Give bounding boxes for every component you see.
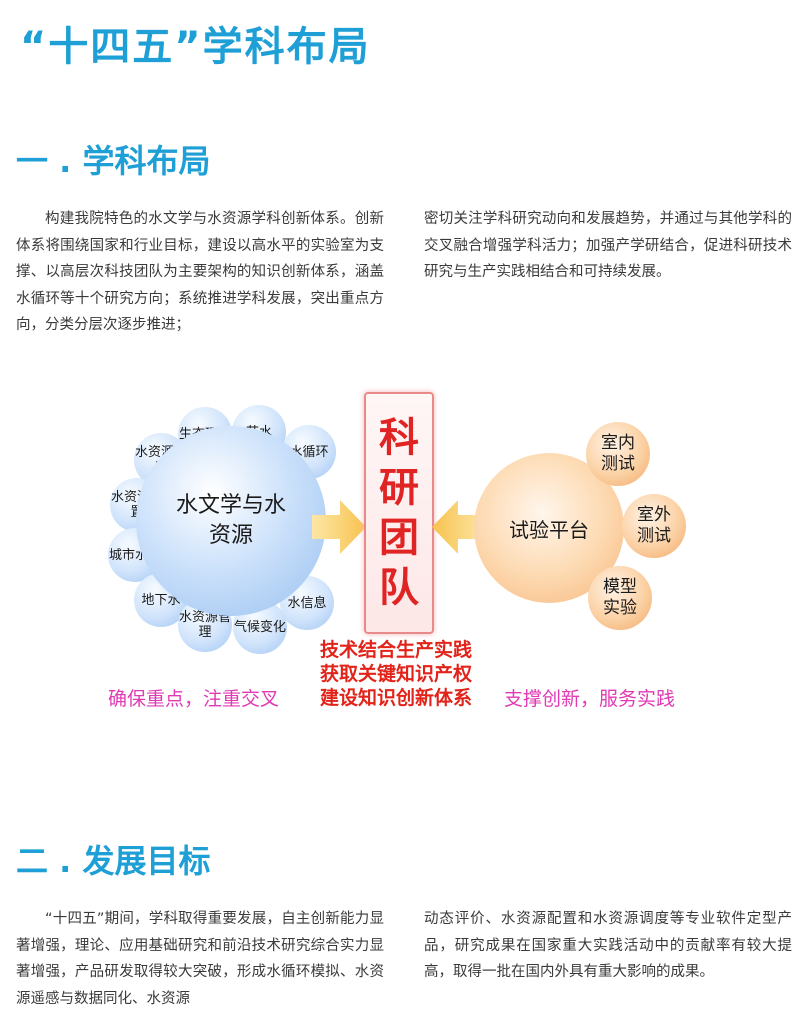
orange-satellite-label: 室内测试 — [601, 433, 635, 474]
section1-right-text: 密切关注学科研究动向和发展趋势，并通过与其他学科的交叉融合增强学科活力；加强产学… — [424, 211, 792, 280]
research-team-char: 科 — [379, 415, 419, 461]
research-team-char: 团 — [379, 515, 419, 561]
arrow-left-icon — [432, 500, 486, 554]
section1-left-text: 构建我院特色的水文学与水资源学科创新体系。创新体系将围绕国家和行业目标，建设以高… — [16, 211, 384, 333]
orange-satellite-label: 室外测试 — [637, 505, 671, 546]
arrow-right-icon — [312, 500, 366, 554]
hydrology-center-bubble: 水文学与水资源 — [136, 426, 326, 616]
page-title: “十四五”学科布局 — [20, 24, 371, 70]
research-goal-line: 建设知识创新体系 — [320, 687, 473, 709]
orange-satellite: 室外测试 — [622, 494, 686, 558]
research-goals-text: 技术结合生产实践 获取关键知识产权 建设知识创新体系 — [320, 638, 472, 710]
section2-right-text: 动态评价、水资源配置和水资源调度等专业软件定型产品，研究成果在国家重大实践活动中… — [424, 911, 792, 980]
hydrology-center-label: 水文学与水资源 — [176, 493, 287, 548]
section1-left-column: 构建我院特色的水文学与水资源学科创新体系。创新体系将围绕国家和行业目标，建设以高… — [16, 206, 384, 339]
research-goal-line: 技术结合生产实践 — [320, 639, 473, 661]
research-team-box: 科 研 团 队 — [364, 392, 434, 634]
section-title-layout: 一 . 学科布局 — [16, 142, 211, 180]
orange-satellite: 室内测试 — [586, 422, 650, 486]
section2-left-text: “十四五”期间，学科取得重要发展，自主创新能力显著增强，理论、应用基础研究和前沿… — [16, 911, 384, 1007]
section2-left-column: “十四五”期间，学科取得重要发展，自主创新能力显著增强，理论、应用基础研究和前沿… — [16, 906, 384, 1012]
section2-right-column: 动态评价、水资源配置和水资源调度等专业软件定型产品，研究成果在国家重大实践活动中… — [424, 906, 792, 986]
research-team-char: 研 — [379, 465, 419, 511]
section1-right-column: 密切关注学科研究动向和发展趋势，并通过与其他学科的交叉融合增强学科活力；加强产学… — [424, 206, 792, 286]
orange-satellite: 模型实验 — [588, 566, 652, 630]
left-slogan: 确保重点，注重交叉 — [108, 688, 280, 710]
section-title-goals: 二 . 发展目标 — [16, 842, 211, 880]
orange-satellite-label: 模型实验 — [603, 577, 637, 618]
right-slogan: 支撑创新，服务实践 — [504, 688, 676, 710]
research-goal-line: 获取关键知识产权 — [320, 663, 473, 685]
research-team-char: 队 — [379, 565, 419, 611]
